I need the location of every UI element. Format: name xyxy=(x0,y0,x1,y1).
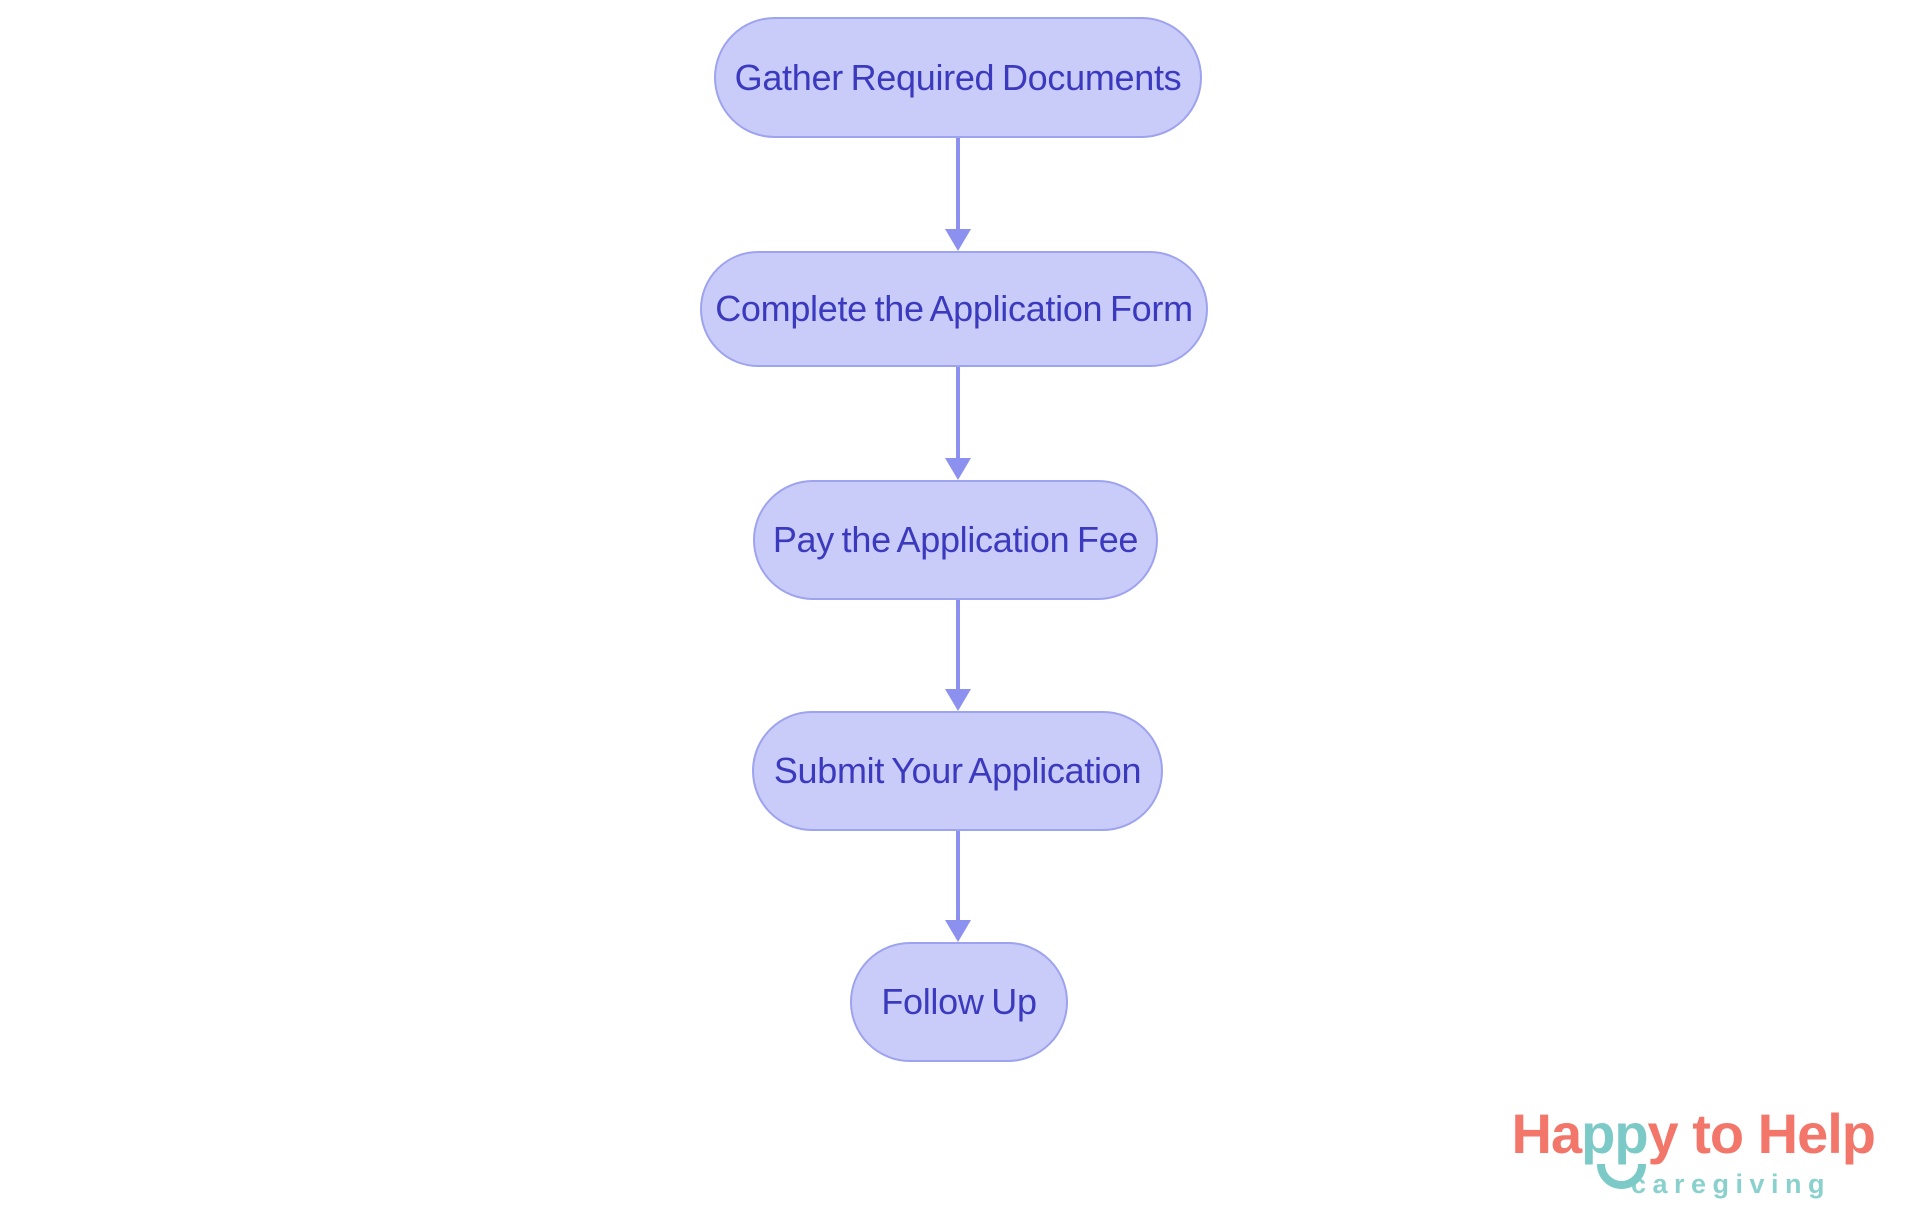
logo-text-ha: Ha xyxy=(1511,1102,1583,1165)
logo-text-pp: pp xyxy=(1581,1106,1649,1189)
logo-text-y-to-help: y to Help xyxy=(1647,1102,1876,1165)
connector-arrow-1 xyxy=(945,138,971,251)
flow-node-label: Complete the Application Form xyxy=(715,288,1193,329)
logo-tagline: caregiving xyxy=(1630,1169,1831,1199)
connector-arrow-4 xyxy=(945,831,971,942)
arrow-shaft xyxy=(956,831,960,923)
logo-pp-letters: pp xyxy=(1581,1102,1648,1165)
flow-node-follow-up: Follow Up xyxy=(850,942,1068,1062)
flow-node-label: Follow Up xyxy=(881,981,1037,1022)
flow-node-gather-documents: Gather Required Documents xyxy=(714,17,1202,138)
smile-icon xyxy=(1597,1164,1646,1189)
arrow-head-icon xyxy=(945,920,971,942)
arrow-shaft xyxy=(956,367,960,461)
connector-arrow-2 xyxy=(945,367,971,480)
connector-arrow-3 xyxy=(945,600,971,711)
arrow-head-icon xyxy=(945,458,971,480)
arrow-shaft xyxy=(956,138,960,232)
arrow-head-icon xyxy=(945,689,971,711)
flow-node-label: Submit Your Application xyxy=(773,750,1142,791)
flow-node-label: Gather Required Documents xyxy=(734,56,1182,98)
flow-node-complete-application-form: Complete the Application Form xyxy=(700,251,1208,367)
flow-node-submit-application: Submit Your Application xyxy=(752,711,1163,831)
arrow-shaft xyxy=(956,600,960,692)
flow-node-pay-application-fee: Pay the Application Fee xyxy=(753,480,1158,600)
arrow-head-icon xyxy=(945,229,971,251)
flow-node-label: Pay the Application Fee xyxy=(772,519,1139,560)
